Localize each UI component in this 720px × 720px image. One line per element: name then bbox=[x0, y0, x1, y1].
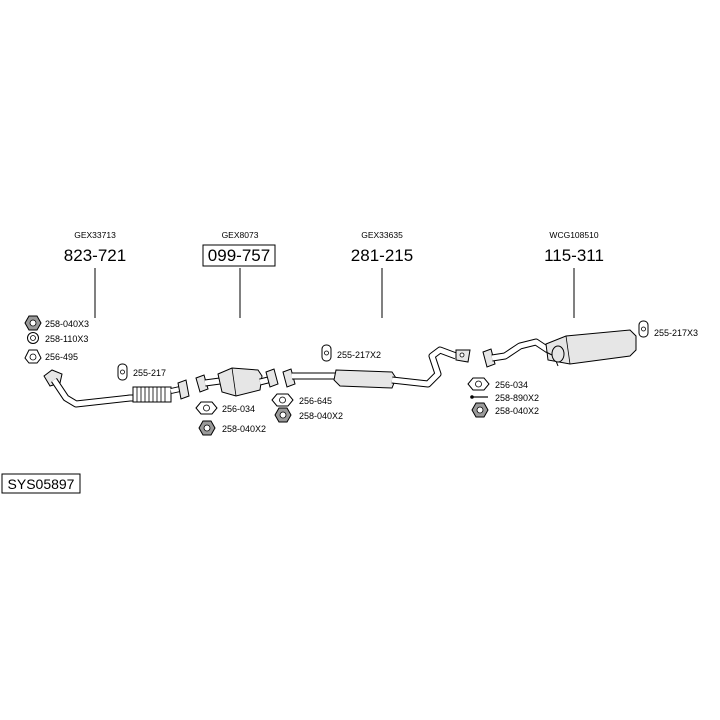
rubber-hanger-icon bbox=[117, 363, 128, 381]
tailpipe bbox=[551, 345, 565, 363]
part-label: 256-034 bbox=[495, 380, 528, 390]
hardware-item[interactable]: 258-110X3 bbox=[27, 332, 89, 345]
bolt-icon bbox=[470, 395, 488, 399]
middle-pipe[interactable] bbox=[282, 346, 471, 389]
rubber-hanger-icon bbox=[321, 344, 332, 362]
hardware-item[interactable]: 255-217X2 bbox=[321, 344, 381, 362]
part-label: 255-217 bbox=[133, 368, 166, 378]
front-pipe[interactable] bbox=[43, 369, 190, 408]
group-part-number[interactable]: 823-721 bbox=[64, 246, 126, 265]
hardware-item[interactable]: 258-040X2 bbox=[471, 402, 539, 418]
hardware-item[interactable]: 258-040X2 bbox=[274, 407, 343, 423]
part-number-box bbox=[202, 244, 276, 267]
gasket-icon bbox=[24, 349, 42, 364]
group-ref-label: GEX33635 bbox=[361, 230, 403, 240]
group-ref-label: WCG108510 bbox=[549, 230, 598, 240]
group-part-number[interactable]: 115-311 bbox=[544, 246, 604, 265]
hardware-item[interactable]: 256-645 bbox=[271, 393, 332, 407]
gasket-icon bbox=[195, 401, 218, 415]
hardware-item[interactable]: 256-034 bbox=[195, 401, 255, 415]
cat-inlet-flange bbox=[195, 374, 209, 393]
group-catalytic-converter: GEX8073 099-757 bbox=[202, 230, 276, 318]
hardware-item[interactable]: 258-890X2 bbox=[470, 393, 539, 403]
hardware-item[interactable]: 255-217 bbox=[117, 363, 166, 381]
hardware-item[interactable]: 258-040X3 bbox=[24, 315, 89, 331]
rubber-hanger-icon bbox=[638, 320, 649, 338]
group-middle-silencer: GEX33635 281-215 bbox=[351, 230, 413, 318]
system-code-box bbox=[1, 473, 81, 494]
part-label: 258-040X2 bbox=[299, 411, 343, 421]
part-label: 255-217X3 bbox=[654, 328, 698, 338]
front-pipe-flange bbox=[177, 379, 190, 400]
group-rear-silencer: WCG108510 115-311 bbox=[544, 230, 604, 318]
part-label: 256-034 bbox=[222, 404, 255, 414]
part-label: 258-040X2 bbox=[495, 406, 539, 416]
cat-outlet-flange bbox=[265, 368, 279, 388]
group-ref-label: GEX8073 bbox=[222, 230, 259, 240]
part-label: 256-645 bbox=[299, 396, 332, 406]
part-label: 258-040X3 bbox=[45, 319, 89, 329]
part-label: 255-217X2 bbox=[337, 350, 381, 360]
rear-silencer[interactable] bbox=[482, 329, 637, 368]
hardware-item[interactable]: 256-034 bbox=[467, 377, 528, 391]
washer-icon bbox=[27, 332, 39, 344]
rear-inlet-flange bbox=[482, 348, 496, 368]
hardware-item[interactable]: 255-217X3 bbox=[638, 320, 698, 338]
group-ref-label: GEX33713 bbox=[74, 230, 116, 240]
gasket-icon bbox=[467, 377, 490, 391]
system-code-label: SYS05897 bbox=[8, 476, 75, 492]
catalytic-converter[interactable] bbox=[195, 367, 279, 397]
group-part-number[interactable]: 099-757 bbox=[208, 246, 270, 265]
part-label: 258-040X2 bbox=[222, 424, 266, 434]
flex-section bbox=[132, 386, 172, 403]
gasket-icon bbox=[271, 393, 294, 407]
part-label: 258-110X3 bbox=[45, 334, 88, 344]
system-code: SYS05897 bbox=[1, 473, 81, 494]
middle-silencer-body bbox=[333, 369, 397, 389]
group-part-number[interactable]: 281-215 bbox=[351, 246, 413, 265]
hardware-item[interactable]: 258-040X2 bbox=[198, 420, 266, 436]
group-front-pipe: GEX33713 823-721 bbox=[64, 230, 126, 318]
hardware-item[interactable]: 256-495 bbox=[24, 349, 78, 364]
part-label: 256-495 bbox=[45, 352, 78, 362]
cat-body bbox=[217, 367, 263, 397]
part-label: 258-890X2 bbox=[495, 393, 539, 403]
